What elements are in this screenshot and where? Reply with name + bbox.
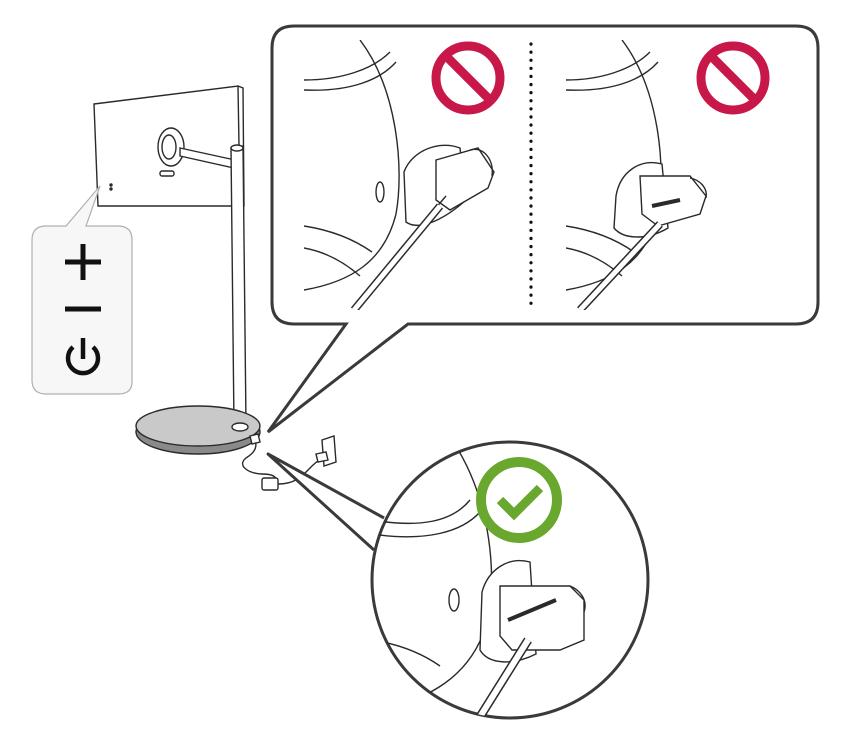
monitor-illustration [93,85,337,491]
incorrect-example-tilted [566,40,707,310]
incorrect-connection-callout [266,24,820,434]
incorrect-example-loose [304,40,495,310]
prohibited-icon [431,41,505,115]
correct-callout-wedge [266,452,385,552]
power-cable [241,435,277,481]
correct-connection-callout [266,440,650,720]
buttons-callout [31,185,133,395]
power-icon [65,338,101,376]
prohibited-icon [696,41,770,115]
wall-socket [321,435,337,467]
incorrect-callout-panel [266,24,820,434]
correct-example-connected [372,442,586,718]
plus-icon [65,244,101,280]
power-adapter [261,477,279,491]
buttons-callout-panel [31,185,133,395]
checkmark-icon [476,457,562,543]
stand-pole [230,145,247,427]
